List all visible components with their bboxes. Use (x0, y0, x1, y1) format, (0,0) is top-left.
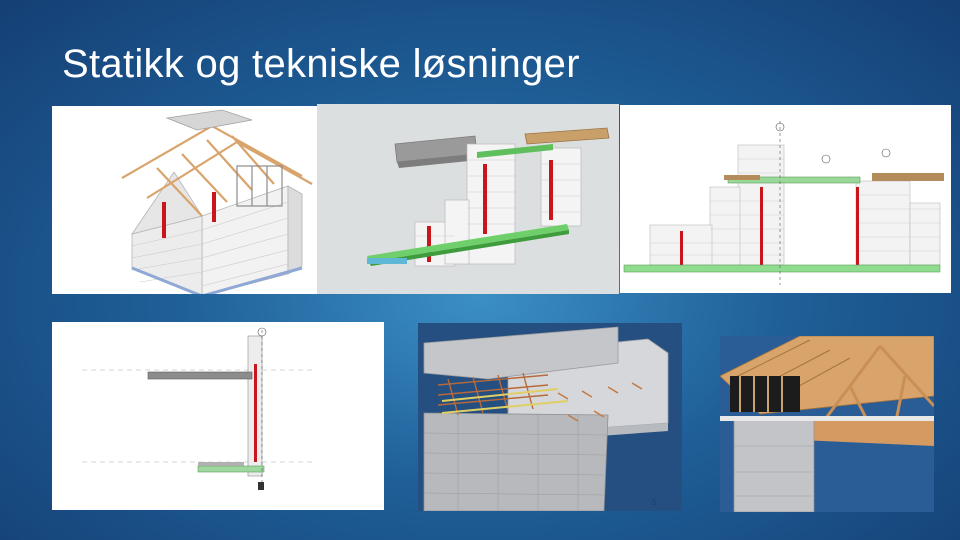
wall-section-drawing-image (52, 322, 384, 510)
roof-truss-render-image (720, 336, 934, 512)
wall-opening-3d-image (317, 104, 619, 294)
slab-reinforcement-render-image (418, 323, 682, 511)
slide-title: Statikk og tekniske løsninger (62, 42, 580, 86)
wall-elevation-drawing-image (620, 105, 951, 293)
page-number: 5 (652, 498, 657, 507)
